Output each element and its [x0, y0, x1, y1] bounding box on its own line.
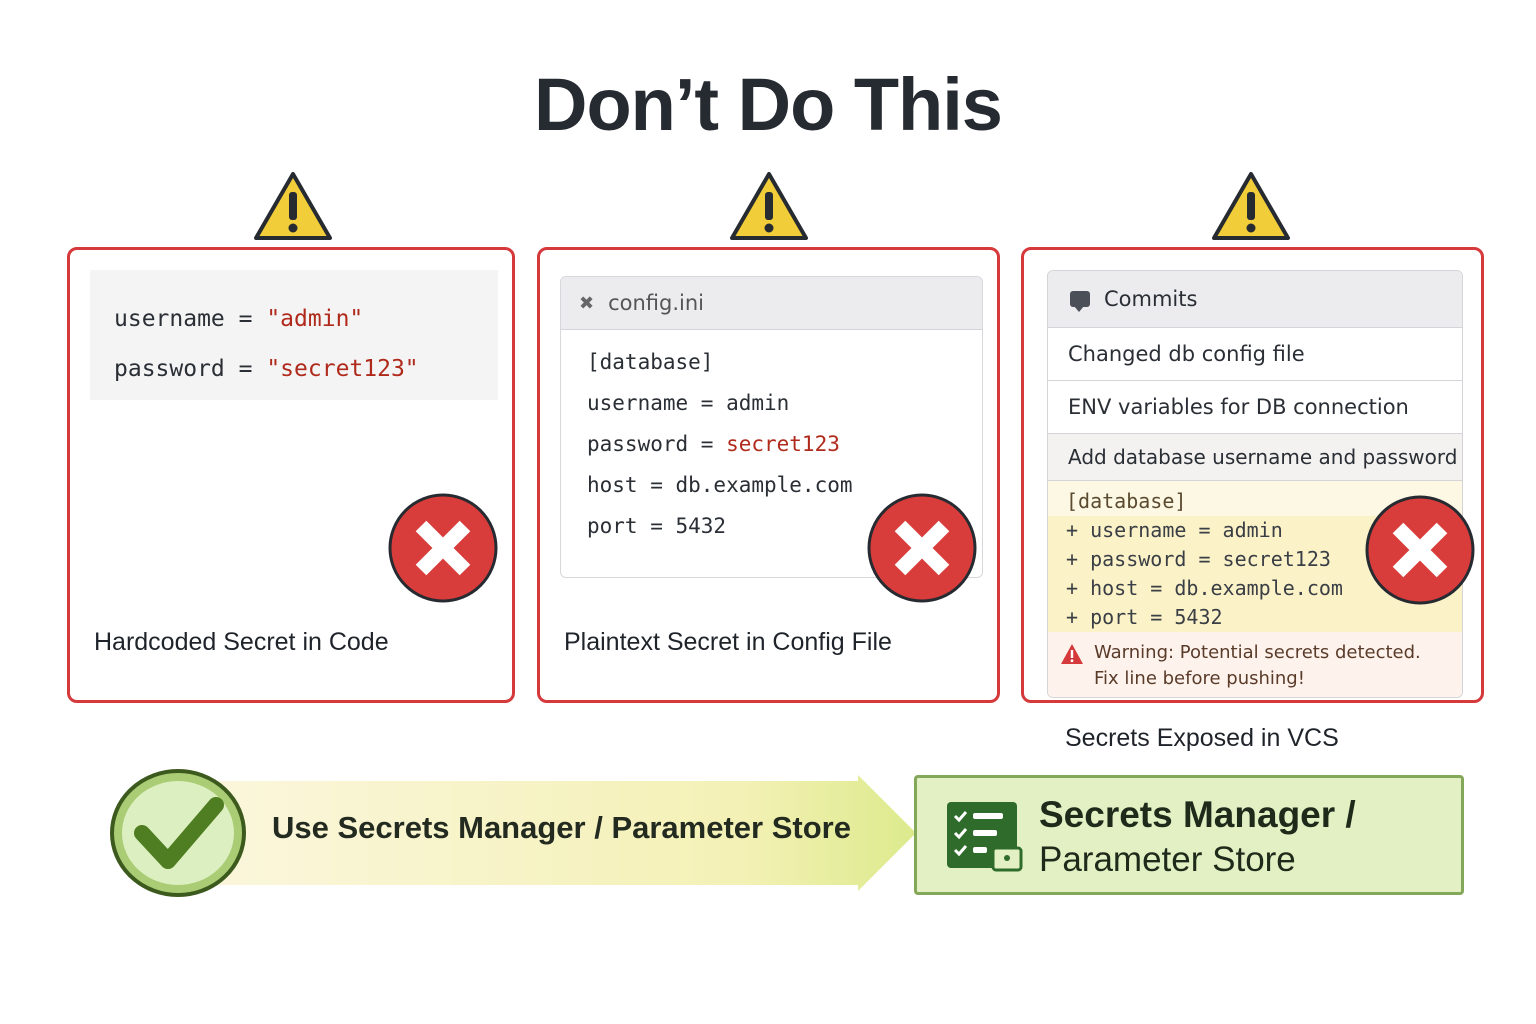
config-line: [database]: [587, 350, 714, 374]
commits-header: Commits: [1048, 271, 1462, 328]
checkmark-icon: [110, 769, 246, 897]
config-file-panel: ✖ config.ini [database] username = admin…: [537, 247, 1000, 703]
warning-text: Warning: Potential secrets detected.: [1094, 642, 1421, 663]
warning-small-icon: [1061, 644, 1083, 664]
diff-line: [database]: [1066, 489, 1187, 513]
hardcoded-secret-panel: username = "admin" password = "secret123…: [67, 247, 515, 703]
warning-triangle-icon: [730, 172, 808, 240]
panel-caption: Plaintext Secret in Config File: [564, 628, 892, 656]
page-title: Don’t Do This: [534, 63, 1003, 146]
commits-window: Commits Changed db config file ENV varia…: [1047, 270, 1463, 698]
x-mark-icon: [867, 493, 977, 603]
commit-item[interactable]: Add database username and password: [1048, 434, 1462, 481]
file-name: config.ini: [608, 291, 705, 315]
panel-caption: Secrets Exposed in VCS: [1065, 724, 1339, 752]
config-line: port = 5432: [587, 514, 727, 538]
checklist-lock-icon: [947, 802, 1023, 872]
commit-item[interactable]: ENV variables for DB connection: [1048, 381, 1462, 434]
code-line-username: username = "admin": [114, 306, 364, 332]
commit-item[interactable]: Changed db config file: [1048, 328, 1462, 381]
secret-warning: Warning: Potential secrets detected. Fix…: [1048, 632, 1462, 697]
code-line-password: password = "secret123": [114, 356, 419, 382]
diff-line: + port = 5432: [1048, 603, 1462, 632]
config-file-window: ✖ config.ini [database] username = admin…: [560, 276, 983, 578]
config-line: host = db.example.com: [587, 473, 853, 497]
code-snippet: username = "admin" password = "secret123…: [90, 270, 498, 400]
panel-caption: Hardcoded Secret in Code: [94, 628, 389, 656]
config-line: password = secret123: [587, 432, 840, 456]
file-tab[interactable]: ✖ config.ini: [561, 277, 982, 330]
solution-arrow: [210, 775, 916, 891]
parameter-store-subtitle: Parameter Store: [1039, 840, 1296, 879]
secret-value: "admin": [266, 306, 364, 332]
x-mark-icon: [388, 493, 498, 603]
x-mark-icon: [1365, 495, 1475, 605]
secret-value: secret123: [726, 432, 840, 456]
secrets-manager-box: Secrets Manager / Parameter Store: [914, 775, 1464, 895]
config-content: [database] username = admin password = s…: [561, 330, 982, 547]
config-line: username = admin: [587, 391, 790, 415]
warning-triangle-icon: [1212, 172, 1290, 240]
close-x-icon[interactable]: ✖: [579, 292, 595, 314]
warning-triangle-icon: [254, 172, 332, 240]
warning-text: Fix line before pushing!: [1094, 668, 1305, 689]
secrets-manager-title: Secrets Manager /: [1039, 794, 1356, 835]
vcs-exposure-panel: Commits Changed db config file ENV varia…: [1021, 247, 1484, 703]
secret-value: "secret123": [266, 356, 419, 382]
solution-label: Use Secrets Manager / Parameter Store: [272, 810, 851, 845]
comment-icon: [1070, 291, 1090, 312]
